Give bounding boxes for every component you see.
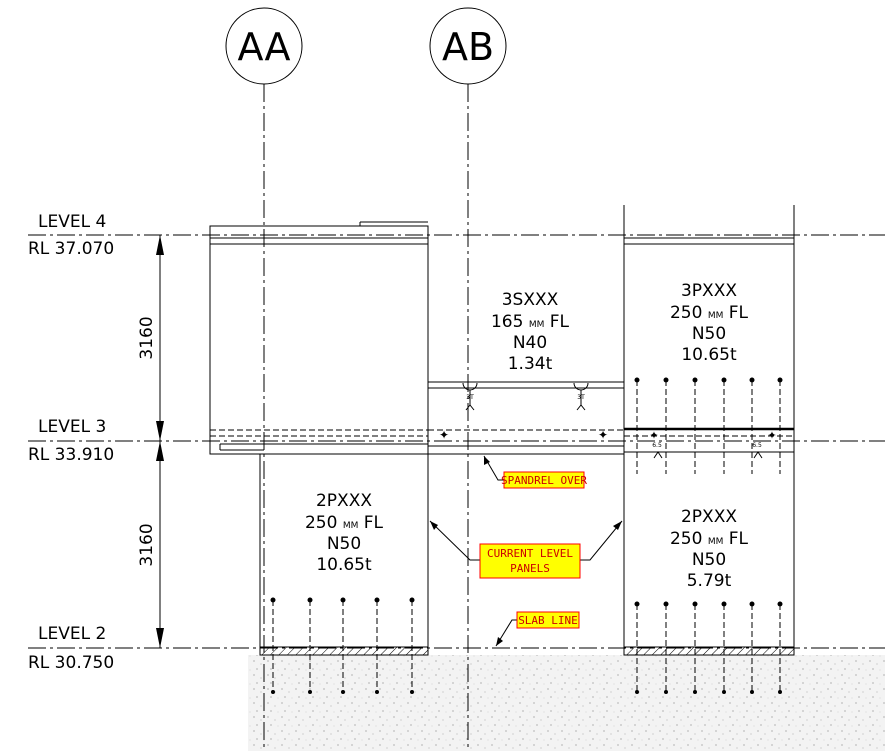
level-2-rl: RL 30.750 (28, 653, 114, 673)
starter-bars-lower-right (634, 601, 783, 694)
panel-lower-left-id: 2PXXX (316, 491, 372, 511)
callout-current-level-panels: CURRENT LEVEL PANELS (429, 520, 623, 579)
svg-text:✦: ✦ (439, 428, 449, 442)
panel-lower-right-id: 2PXXX (681, 507, 737, 527)
svg-text:✦: ✦ (649, 429, 658, 442)
panel-lower-left (259, 454, 429, 647)
panel-lower-left-weight: 10.65t (316, 555, 372, 575)
panel-spandrel-weight: 1.34t (508, 354, 553, 374)
panel-lower-left-size: 250 MM FL (305, 513, 384, 533)
svg-text:3T: 3T (466, 394, 474, 401)
svg-text:AA: AA (237, 25, 290, 69)
starter-bars-lower-left (270, 597, 415, 694)
panel-spandrel: ✦ ✦ (427, 381, 625, 455)
level-4-rl: RL 37.070 (28, 239, 114, 259)
dimension-upper: 3160 (137, 316, 157, 359)
panel-lower-right-size: 250 MM FL (670, 529, 749, 549)
lift-anchor-2: 3T (573, 382, 589, 411)
level-2-name: LEVEL 2 (38, 624, 106, 644)
level-3-name: LEVEL 3 (38, 417, 106, 437)
callout-slab-line: SLAB LINE (495, 611, 580, 647)
dimension-lower: 3160 (137, 523, 157, 566)
grid-bubble-ab: AB (429, 7, 507, 85)
panel-lower-left-grade: N50 (327, 534, 361, 554)
slab-hatch-right (623, 646, 795, 656)
panel-upper-right-id: 3PXXX (681, 281, 737, 301)
rebar-upper-right: ✦ ✦ 6.5 6.5 (634, 377, 783, 474)
level-3-rl: RL 33.910 (28, 445, 114, 465)
svg-text:AB: AB (442, 25, 494, 69)
panel-upper-right-grade: N50 (692, 324, 726, 344)
svg-text:3T: 3T (577, 394, 585, 401)
svg-text:SPANDREL OVER: SPANDREL OVER (501, 474, 587, 487)
svg-text:✦: ✦ (767, 429, 776, 442)
svg-text:CURRENT LEVEL: CURRENT LEVEL (487, 547, 573, 560)
dimension-line (156, 235, 164, 648)
ground-fill (248, 655, 885, 751)
svg-text:6.5: 6.5 (752, 442, 762, 449)
svg-text:SLAB LINE: SLAB LINE (518, 614, 578, 627)
panel-spandrel-grade: N40 (513, 333, 547, 353)
panel-lower-right-weight: 5.79t (687, 571, 732, 591)
svg-text:✦: ✦ (598, 428, 608, 442)
panel-lower-right-grade: N50 (692, 550, 726, 570)
grid-bubble-aa: AA (225, 7, 303, 85)
callout-spandrel-over: SPANDREL OVER (483, 455, 587, 489)
panel-upper-right-size: 250 MM FL (670, 303, 749, 323)
level-4-name: LEVEL 4 (38, 212, 106, 232)
panel-upper-left (209, 221, 429, 455)
svg-text:PANELS: PANELS (510, 562, 550, 575)
svg-text:6.5: 6.5 (652, 442, 662, 449)
panel-upper-right-weight: 10.65t (681, 345, 737, 365)
panel-right-outline (623, 205, 795, 647)
lift-anchor-1: 3T (462, 382, 478, 411)
panel-spandrel-size: 165 MM FL (491, 312, 570, 332)
panel-spandrel-id: 3SXXX (502, 290, 559, 310)
slab-hatch-left (259, 646, 429, 656)
